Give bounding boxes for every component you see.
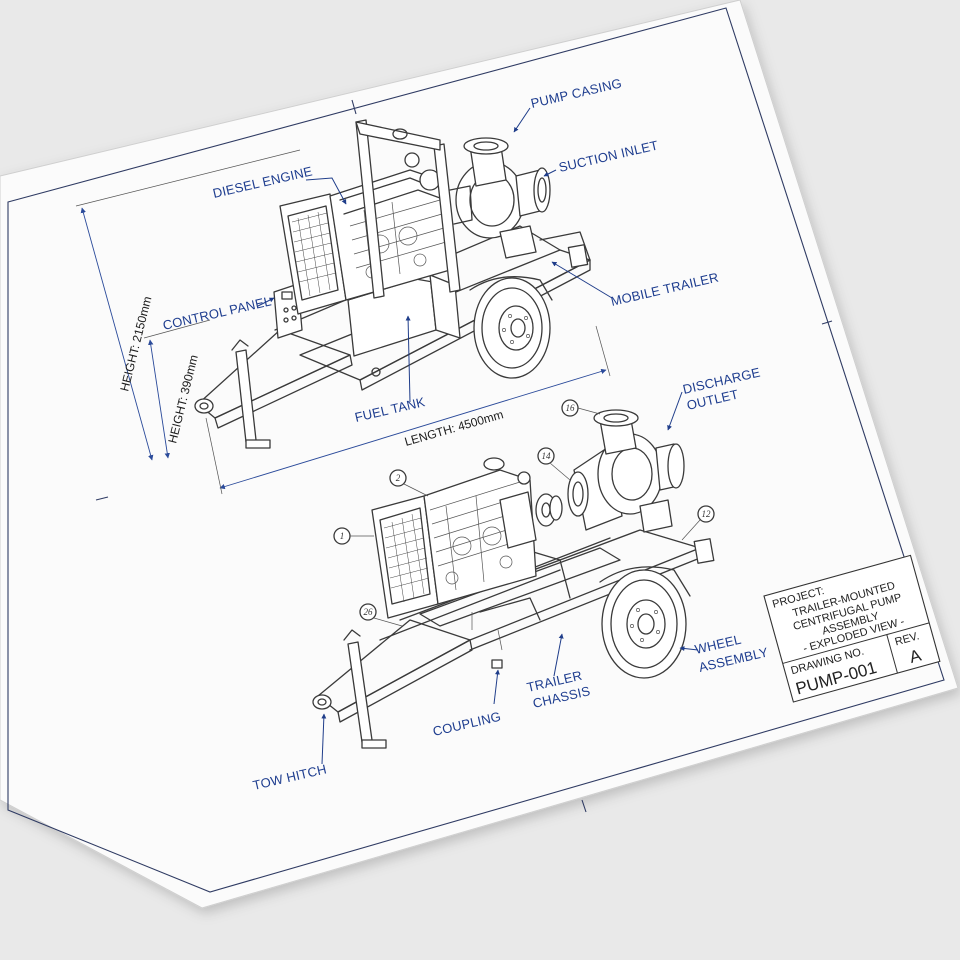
top-tow-hitch — [194, 398, 214, 414]
drawing-border — [7, 7, 945, 893]
balloon-14: 14 — [537, 447, 571, 481]
balloon-1: 1 — [333, 527, 374, 545]
balloon-26: 26 — [359, 603, 403, 627]
top-pump-casing — [449, 137, 551, 259]
bottom-diesel-engine — [423, 457, 537, 605]
top-trailer-frame — [197, 225, 591, 429]
bottom-coupling — [535, 493, 563, 527]
balloon-1-top-extra — [517, 471, 531, 485]
balloon-12: 12 — [681, 505, 715, 541]
svg-text:1: 1 — [340, 531, 345, 541]
top-diesel-engine — [329, 152, 451, 301]
svg-text:14: 14 — [542, 451, 552, 461]
svg-text:16: 16 — [566, 403, 576, 413]
svg-text:26: 26 — [364, 607, 374, 617]
title-block: PROJECT: TRAILER-MOUNTED CENTRIFUGAL PUM… — [763, 554, 941, 703]
bottom-wheel — [599, 566, 691, 679]
part-balloons: 1 2 14 16 12 26 — [333, 399, 715, 627]
bottom-jack-stand — [343, 629, 387, 749]
svg-text:12: 12 — [702, 509, 712, 519]
top-wheel — [469, 276, 553, 379]
bottom-assembly — [312, 409, 715, 749]
balloon-2: 2 — [389, 469, 429, 497]
bottom-tow-hitch — [312, 694, 332, 710]
top-lifting-frame — [355, 119, 461, 299]
bottom-pump-casing — [567, 409, 685, 533]
balloon-16: 16 — [561, 399, 601, 417]
paper-sheet — [0, 0, 959, 909]
bottom-radiator — [371, 495, 439, 619]
svg-text:2: 2 — [396, 473, 401, 483]
border-ticks — [95, 99, 833, 813]
